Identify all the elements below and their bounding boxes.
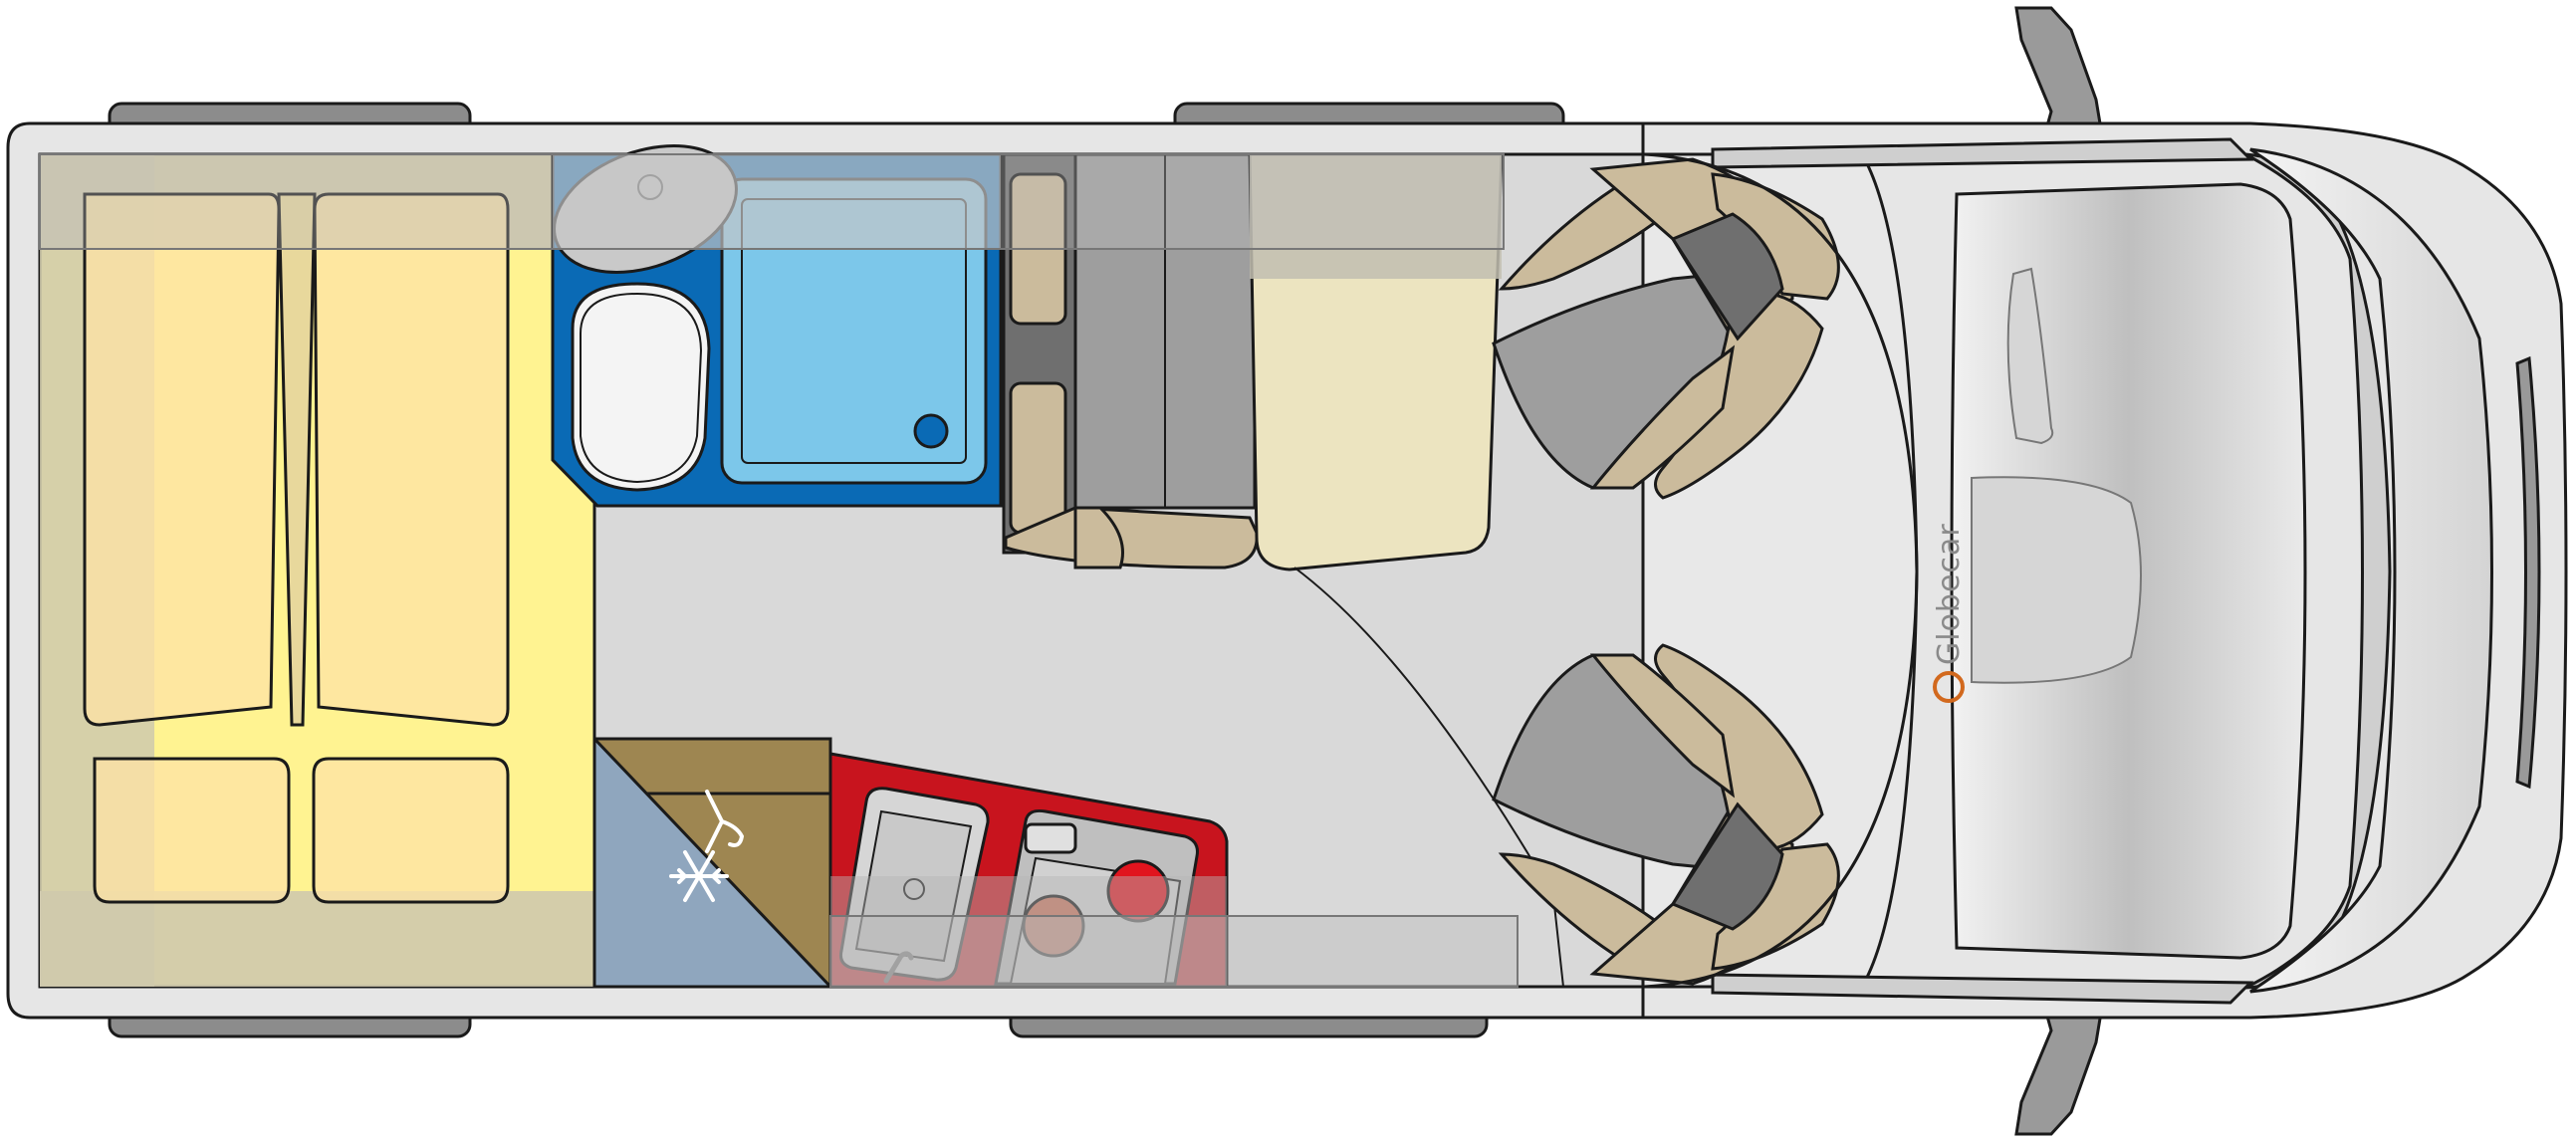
- bed-cushion-3: [93, 757, 291, 904]
- bed-cushion-1: [83, 192, 281, 727]
- wardrobe-fridge: [592, 735, 834, 989]
- fridge: [592, 735, 834, 989]
- hob-control: [1024, 822, 1077, 854]
- dining-table: [1248, 152, 1504, 571]
- floor-arc: [1293, 567, 1564, 988]
- brand-logo: Globecar: [1932, 523, 1967, 703]
- bed-gap: [277, 192, 317, 727]
- seat-side: [1589, 344, 1736, 490]
- sink-drain: [903, 878, 925, 900]
- seat-side: [1589, 653, 1736, 799]
- rear-bed: [38, 152, 596, 989]
- passenger-seat: [1492, 643, 1840, 986]
- mirror-top: [2014, 6, 2103, 131]
- kitchen-overhead: [830, 876, 1227, 987]
- bathroom-cabinet: [553, 154, 1001, 249]
- bench-cushion-bottom: [1009, 381, 1067, 535]
- door-step-bottom: [1711, 973, 2254, 1005]
- brand-name: Globecar: [1932, 523, 1967, 665]
- steering-area: [2006, 267, 2054, 445]
- hanger-icon: [705, 790, 745, 853]
- burner-back: [1106, 859, 1170, 923]
- door-step-top: [1711, 137, 2254, 169]
- shower-drain: [913, 413, 949, 449]
- bathroom: [551, 144, 1003, 508]
- table-overhead-cabinet: [1250, 154, 1502, 279]
- globe-icon: [1933, 671, 1965, 703]
- snowflake-icon: [669, 850, 729, 902]
- bed-cushion-4: [312, 757, 510, 904]
- toilet: [571, 282, 711, 492]
- hood: [2249, 147, 2493, 994]
- dinette-bench: [1002, 152, 1259, 570]
- seat-dark-panel: [1670, 801, 1784, 931]
- toilet-rim: [580, 292, 703, 484]
- driver-seat: [1492, 157, 1840, 500]
- bench-front-cushion: [1073, 506, 1124, 570]
- grille: [2515, 355, 2541, 790]
- tap: [883, 951, 914, 984]
- overhead-cabinet-bottom: [829, 915, 1519, 988]
- overhead-cabinet-top: [39, 153, 1505, 250]
- center-console: [1971, 476, 2142, 684]
- bed-cushion-2: [313, 192, 510, 727]
- burner-front: [1022, 894, 1085, 958]
- kitchen: [828, 752, 1229, 989]
- seat-dark-panel: [1670, 212, 1784, 342]
- cab-curve: [1642, 152, 1919, 989]
- mirror-bottom: [2014, 1011, 2103, 1136]
